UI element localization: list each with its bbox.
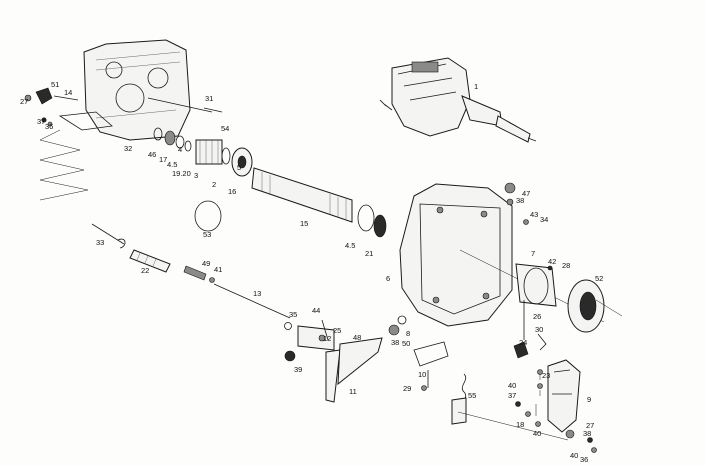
release-bearing-parts	[515, 263, 623, 333]
label-12: 12	[323, 334, 331, 343]
label-45: 4.5	[167, 160, 177, 169]
label-35: 35	[289, 310, 297, 319]
part-labels: 1 51 27 14 37 36 31 54 32 46 17 4.5 19.2…	[20, 80, 603, 464]
label-8-mid: 8	[406, 329, 410, 338]
label-47: 47	[522, 189, 530, 198]
label-32: 32	[124, 144, 132, 153]
label-2: 2	[212, 180, 216, 189]
label-38-right: 38	[583, 429, 591, 438]
selector-parts-left	[24, 87, 223, 127]
bell-housing	[399, 183, 605, 327]
label-11: 11	[349, 387, 357, 396]
label-54: 54	[221, 124, 229, 133]
clutch-linkage	[91, 223, 407, 403]
label-22: 22	[141, 266, 149, 275]
label-27-right: 27	[586, 421, 594, 430]
label-46: 46	[148, 150, 156, 159]
label-1: 1	[474, 82, 478, 91]
label-37-right: 37	[508, 391, 516, 400]
label-50: 50	[402, 339, 410, 348]
label-4-5: 4.5	[345, 241, 355, 250]
label-33: 33	[96, 238, 104, 247]
label-4: 4	[178, 145, 182, 154]
label-36-left: 36	[45, 122, 53, 131]
label-52: 52	[595, 274, 603, 283]
label-27-left: 27	[20, 97, 28, 106]
label-29: 29	[403, 384, 411, 393]
label-43: 43	[530, 210, 538, 219]
cover-plate-and-spring	[413, 341, 569, 441]
label-6: 6	[386, 274, 390, 283]
label-34: 34	[540, 215, 548, 224]
label-13: 13	[253, 289, 261, 298]
label-37-left: 37	[37, 117, 45, 126]
label-21: 21	[365, 249, 373, 258]
label-16: 16	[228, 187, 236, 196]
label-10: 10	[418, 370, 426, 379]
label-36-right: 36	[580, 455, 588, 464]
label-7: 7	[531, 249, 535, 258]
label-40-a: 40	[508, 381, 516, 390]
label-41: 41	[214, 265, 222, 274]
label-38-top: 38	[516, 196, 524, 205]
label-9: 9	[587, 395, 591, 404]
label-19-20: 19.20	[172, 169, 191, 178]
label-31: 31	[205, 94, 213, 103]
assembled-gearbox	[379, 57, 537, 143]
label-42: 42	[548, 257, 556, 266]
label-15: 15	[300, 219, 308, 228]
label-14: 14	[64, 88, 72, 97]
label-51: 51	[51, 80, 59, 89]
label-24: 24	[519, 338, 527, 347]
release-fork	[504, 182, 597, 453]
label-40-b: 40	[533, 429, 541, 438]
label-17: 17	[159, 155, 167, 164]
label-40-c: 40	[570, 451, 578, 460]
label-53: 53	[203, 230, 211, 239]
label-3: 3	[194, 171, 198, 180]
label-25: 25	[333, 326, 341, 335]
label-30: 30	[535, 325, 543, 334]
label-5: 5	[237, 163, 241, 172]
label-39: 39	[294, 365, 302, 374]
label-55: 55	[468, 391, 476, 400]
label-26: 26	[533, 312, 541, 321]
label-49: 49	[202, 259, 210, 268]
label-48: 48	[353, 333, 361, 342]
gearbox-housing	[39, 39, 191, 201]
main-shaft	[251, 167, 387, 238]
bearing-stack	[153, 127, 253, 232]
label-28: 28	[562, 261, 570, 270]
label-38-mid: 38	[391, 338, 399, 347]
label-18: 18	[516, 420, 524, 429]
label-44: 44	[312, 306, 320, 315]
label-23: 23	[542, 371, 550, 380]
